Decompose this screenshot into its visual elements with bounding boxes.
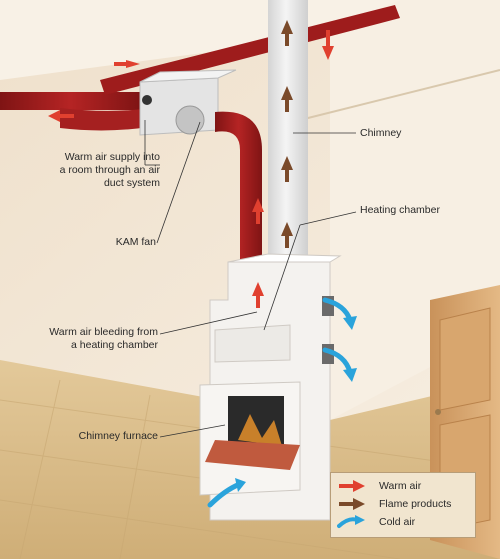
- warm-air-arrow: [322, 46, 334, 60]
- flame-products-arrow: [281, 86, 293, 100]
- door-handle: [435, 409, 441, 415]
- legend-item-cold-air: Cold air: [337, 515, 471, 531]
- warm-air-arrow: [252, 282, 264, 296]
- legend: Warm air Flame products Cold air: [330, 472, 476, 538]
- label-chimney: Chimney: [360, 127, 402, 139]
- leader-warm-air-bleeding: [159, 311, 258, 335]
- leader-chimney-furnace: [159, 424, 226, 438]
- leader-heating-chamber: [299, 211, 357, 226]
- flame-icon: [238, 414, 282, 446]
- leader-kam-fan: [156, 121, 201, 244]
- duct-left-room: [0, 92, 140, 110]
- warm-air-icon: [339, 480, 365, 492]
- flame-products-arrow: [281, 222, 293, 236]
- warm-air-arrow: [48, 110, 60, 122]
- label-chimney-furnace: Chimney furnace: [78, 430, 158, 442]
- hearth-brick: [205, 440, 300, 470]
- heating-chamber-box: [214, 324, 291, 363]
- label-warm-air-supply: Warm air supply into a room through an a…: [59, 151, 160, 189]
- duct-vertical: [215, 111, 262, 300]
- warm-air-arrow: [252, 198, 264, 212]
- cold-air-icon: [337, 515, 365, 528]
- flame-products-arrow: [281, 156, 293, 170]
- label-kam-fan: KAM fan: [115, 236, 156, 248]
- ceiling-edge: [299, 69, 500, 121]
- warm-air-arrow: [126, 60, 140, 68]
- fan-motor-icon: [142, 95, 152, 105]
- flame-products-icon: [339, 498, 365, 510]
- flame-products-arrow: [281, 20, 293, 34]
- label-warm-air-bleeding: Warm air bleeding from a heating chamber: [49, 326, 158, 351]
- legend-item-flame-products: Flame products: [337, 497, 471, 513]
- label-heating-chamber: Heating chamber: [360, 204, 440, 216]
- legend-item-warm-air: Warm air: [337, 479, 471, 495]
